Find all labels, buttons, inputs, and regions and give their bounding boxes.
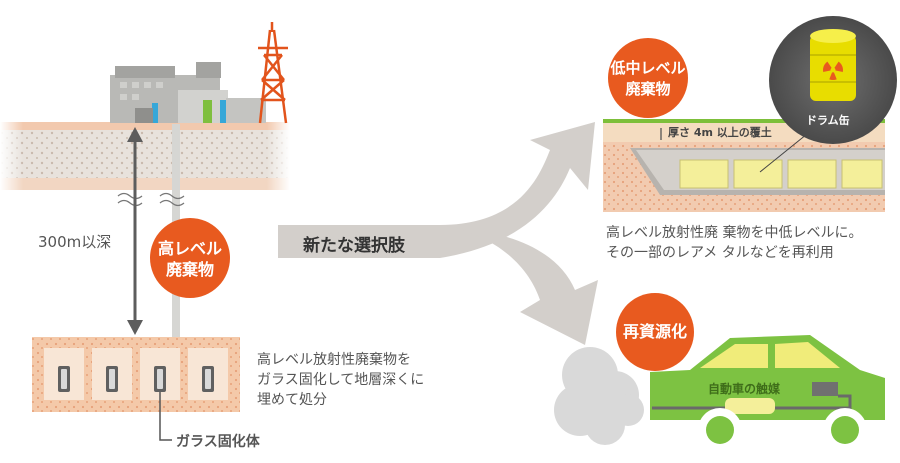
- left-description: 高レベル放射性廃棄物を ガラス固化して地層深くに 埋めて処分: [257, 350, 424, 410]
- top-right-description-line1: 高レベル放射性廃 棄物を中低レベルに。: [606, 225, 863, 241]
- drum-label: ドラム缶: [806, 114, 850, 127]
- glass-leader-line: [159, 392, 172, 441]
- depth-arrow: [127, 127, 143, 335]
- top-right-description-line2: その一部のレアメ タルなどを再利用: [606, 245, 834, 261]
- badge-line1: 高レベル: [157, 239, 222, 258]
- left-description-line2: ガラス固化して地層深くに: [257, 372, 425, 388]
- car-icon: [650, 335, 885, 452]
- top-right-description: 高レベル放射性廃 棄物を中低レベルに。 その一部のレアメ タルなどを再利用: [606, 223, 862, 263]
- smoke-cloud: [554, 347, 644, 445]
- high-level-waste-badge: 高レベル 廃棄物: [150, 218, 230, 298]
- branch-arrows: [278, 122, 598, 345]
- new-options-label: 新たな選択肢: [303, 236, 405, 256]
- repository: [32, 337, 240, 412]
- catalyst-label: 自動車の触媒: [708, 382, 781, 396]
- glass-label: ガラス固化体: [176, 434, 260, 450]
- power-plant-icon: [110, 62, 266, 123]
- left-description-line1: 高レベル放射性廃棄物を: [257, 352, 411, 368]
- drum-icon: [769, 16, 897, 144]
- recycling-badge: 再資源化: [616, 293, 694, 371]
- shallow-burial: [603, 119, 885, 212]
- ground-layers: [0, 122, 290, 192]
- depth-label: 300m以深: [38, 233, 112, 251]
- cover-label: 厚さ 4m 以上の覆土: [668, 126, 772, 139]
- break-marks: [117, 192, 185, 207]
- badge-line1: 低中レベル: [610, 59, 686, 77]
- low-level-waste-badge: 低中レベル 廃棄物: [608, 38, 688, 118]
- badge-line2: 廃棄物: [165, 260, 214, 279]
- badge-line2: 廃棄物: [625, 80, 671, 98]
- left-description-line3: 埋めて処分: [257, 392, 327, 408]
- tower-icon: [258, 22, 288, 124]
- recycling-badge-text: 再資源化: [622, 322, 687, 341]
